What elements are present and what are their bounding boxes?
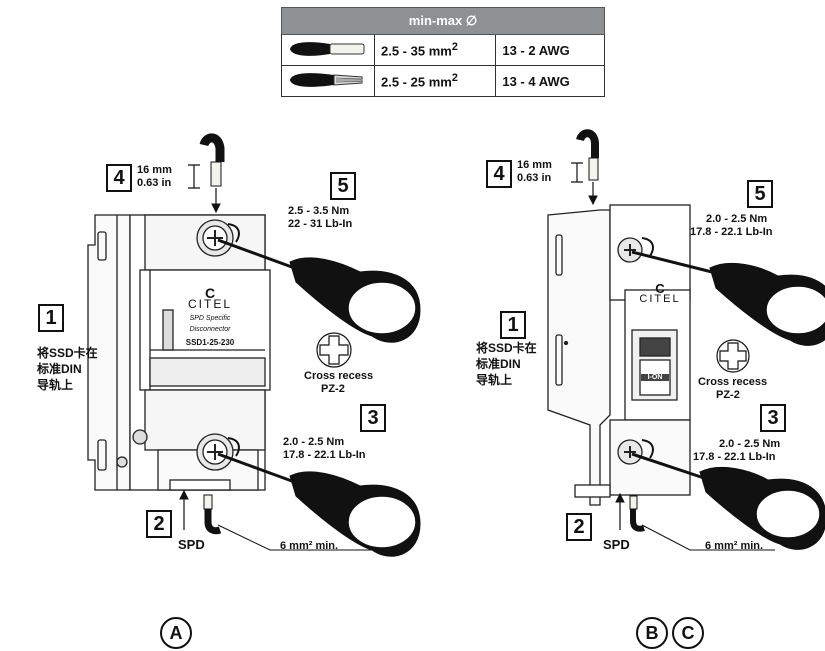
product-name-a-2: Disconnector bbox=[189, 326, 231, 333]
torque-3-lb-bc: 17.8 - 22.1 Lb-In bbox=[693, 451, 776, 463]
wire-awg-1: 13 - 2 AWG bbox=[495, 34, 605, 66]
din-rail-text-a-2: 标准DIN bbox=[37, 362, 82, 376]
step-3-box-a: 3 bbox=[360, 404, 386, 432]
stranded-wire-image bbox=[281, 65, 375, 97]
phillips-recess-icon-bc bbox=[716, 339, 750, 373]
ferrule-wire-bottom-bc bbox=[615, 492, 775, 551]
step-4-box-bc: 4 bbox=[486, 160, 512, 188]
brand-name-bc: CITEL bbox=[639, 293, 681, 305]
device-bc-drawing bbox=[547, 204, 691, 506]
din-rail-text-bc-3: 导轨上 bbox=[476, 373, 513, 387]
model-number-a: SSD1-25-230 bbox=[185, 338, 235, 347]
step-3-box-bc: 3 bbox=[760, 404, 786, 432]
ferrule-wire-top-a bbox=[188, 133, 225, 214]
screwdriver-top-a bbox=[217, 223, 421, 343]
variant-b-marker: B bbox=[636, 617, 668, 649]
unit-superscript: 2 bbox=[451, 72, 458, 85]
table-row: 2.5 - 25 mm2 13 - 4 AWG bbox=[281, 65, 605, 97]
din-rail-text-bc-1: 将SSD卡在 bbox=[476, 341, 537, 355]
min-wire-bc: 6 mm² min. bbox=[705, 540, 764, 552]
ferrule-wire-top-bc bbox=[571, 129, 599, 206]
ferrule-wire-image bbox=[281, 34, 375, 66]
torque-5-nm-a: 2.5 - 3.5 Nm bbox=[288, 205, 350, 217]
device-a-front-label: C CITEL SPD Specific Disconnector SSD1-2… bbox=[160, 285, 260, 348]
pz-size-bc: PZ-2 bbox=[716, 389, 740, 401]
torque-5-lb-a: 22 - 31 Lb-In bbox=[288, 218, 353, 230]
spd-label-bc: SPD bbox=[603, 537, 630, 552]
wire-section-2: 2.5 - 25 mm bbox=[381, 74, 452, 90]
spd-label-a: SPD bbox=[178, 537, 205, 552]
min-wire-a: 6 mm² min. bbox=[280, 540, 339, 552]
torque-5-nm-bc: 2.0 - 2.5 Nm bbox=[706, 213, 768, 225]
step-1-box-bc: 1 bbox=[500, 311, 526, 339]
strip-length-mm-a: 16 mm bbox=[137, 164, 172, 176]
strip-length-in-a: 0.63 in bbox=[137, 177, 172, 189]
table-header: min-max ∅ bbox=[281, 7, 605, 35]
step-5-box-bc: 5 bbox=[747, 180, 773, 208]
device-a-drawing bbox=[87, 214, 271, 491]
torque-3-nm-bc: 2.0 - 2.5 Nm bbox=[719, 438, 781, 450]
brand-name-a: CITEL bbox=[187, 297, 232, 311]
variant-a-marker: A bbox=[160, 617, 192, 649]
product-name-a: SPD Specific bbox=[189, 315, 231, 322]
torque-3-lb-a: 17.8 - 22.1 Lb-In bbox=[283, 449, 366, 461]
screwdriver-top-bc bbox=[631, 237, 825, 346]
screwdriver-bottom-bc bbox=[631, 439, 825, 550]
strip-length-mm-bc: 16 mm bbox=[517, 159, 552, 171]
step-4-box-a: 4 bbox=[106, 164, 132, 192]
din-rail-text-bc-2: 标准DIN bbox=[476, 357, 521, 371]
din-rail-text-a-1: 将SSD卡在 bbox=[37, 346, 98, 360]
unit-superscript: 2 bbox=[451, 41, 458, 54]
table-row: 2.5 - 35 mm2 13 - 2 AWG bbox=[281, 34, 605, 66]
wire-spec-table: min-max ∅ 2.5 - 35 mm2 13 - 2 AWG 2.5 - … bbox=[281, 7, 605, 97]
pz-size-a: PZ-2 bbox=[321, 383, 345, 395]
wire-section-1: 2.5 - 35 mm bbox=[381, 43, 452, 59]
cross-recess-a: Cross recess bbox=[304, 370, 374, 382]
step-1-box-a: 1 bbox=[38, 304, 64, 332]
step-2-box-bc: 2 bbox=[566, 513, 592, 541]
phillips-recess-icon-a bbox=[316, 332, 352, 368]
cross-recess-bc: Cross recess bbox=[698, 376, 768, 388]
wire-awg-2: 13 - 4 AWG bbox=[495, 65, 605, 97]
variant-c-marker: C bbox=[672, 617, 704, 649]
din-rail-text-a-3: 导轨上 bbox=[37, 378, 74, 392]
strip-length-in-bc: 0.63 in bbox=[517, 172, 552, 184]
switch-label-bc: I-ON bbox=[641, 374, 669, 381]
step-2-box-a: 2 bbox=[146, 510, 172, 538]
step-5-box-a: 5 bbox=[330, 172, 356, 200]
torque-3-nm-a: 2.0 - 2.5 Nm bbox=[283, 436, 345, 448]
citel-logo-icon: C bbox=[655, 281, 665, 296]
ferrule-wire-bottom-a bbox=[179, 489, 390, 551]
screwdriver-bottom-a bbox=[217, 437, 421, 557]
torque-5-lb-bc: 17.8 - 22.1 Lb-In bbox=[690, 226, 773, 238]
device-bc-front-label: C CITEL bbox=[630, 281, 690, 305]
citel-logo-icon: C bbox=[204, 285, 216, 301]
